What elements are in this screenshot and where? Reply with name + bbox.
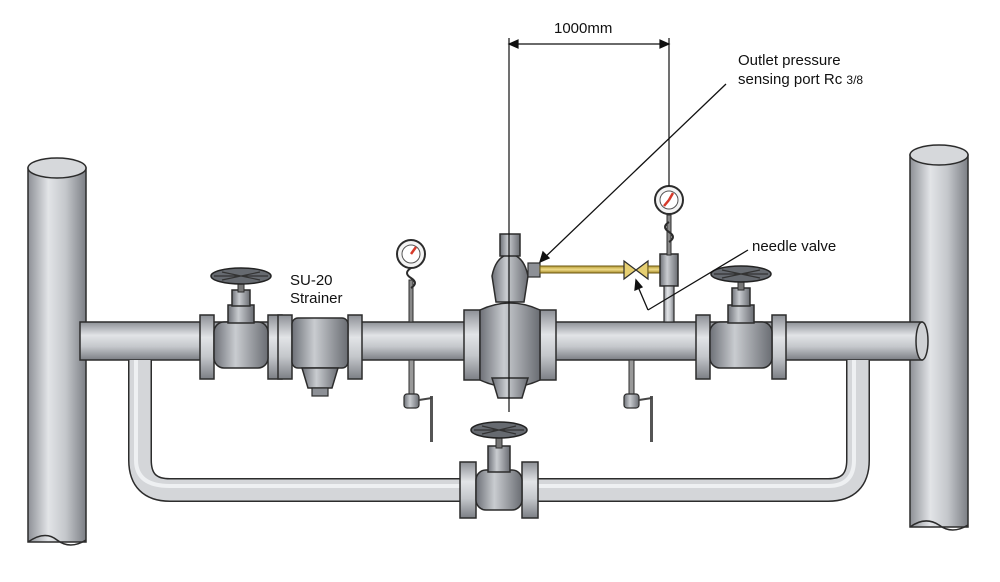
left-header-pipe [27, 157, 87, 546]
outlet-port-leader [538, 83, 727, 264]
strainer-model-label: SU-20 [290, 272, 333, 289]
strainer [277, 314, 363, 397]
drain-valve-right [623, 359, 653, 442]
right-gate-valve [695, 265, 787, 380]
outlet-port-text: sensing port Rc [738, 71, 843, 88]
upstream-pressure-gauge [396, 239, 426, 323]
outlet-port-fraction: 3/8 [846, 73, 864, 87]
needle-valve [623, 259, 661, 281]
outlet-port-label-line2: sensing port Rc 3/8 [738, 71, 863, 89]
needle-valve-label: needle valve [752, 238, 837, 255]
pressure-reducing-valve [463, 233, 557, 399]
outlet-port-label-line1: Outlet pressure [738, 52, 841, 69]
dimension-label: 1000mm [554, 20, 613, 37]
needle-valve-leader [634, 249, 749, 311]
left-gate-valve [199, 267, 283, 380]
sensing-line [539, 265, 625, 274]
bypass-valve [459, 421, 539, 519]
strainer-name-label: Strainer [290, 290, 343, 307]
dimension-1000mm [507, 38, 671, 412]
drain-valve-left [403, 359, 433, 442]
downstream-pressure-gauge [654, 185, 684, 323]
